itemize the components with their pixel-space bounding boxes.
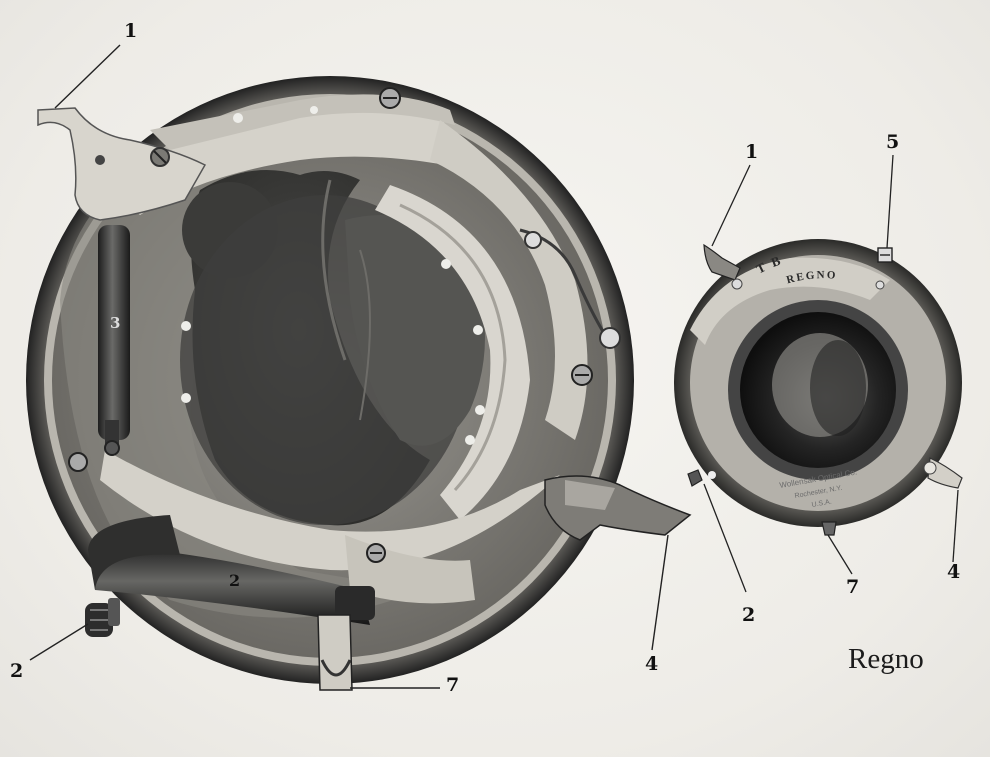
large-leader-lines xyxy=(29,44,669,689)
label-large-cylinder-2: 2 xyxy=(229,571,241,590)
figure-caption: Regno xyxy=(848,643,924,675)
small-shutter: T B REGNO Wollensak Optical Co. Rocheste… xyxy=(674,239,963,536)
label-small-knob-2: 2 xyxy=(742,604,756,626)
label-small-bracket-7: 7 xyxy=(846,576,860,598)
label-small-lever-4: 4 xyxy=(947,561,961,583)
label-small-screw-5: 5 xyxy=(886,131,900,153)
label-large-lever-4: 4 xyxy=(645,653,659,675)
label-small-lever-1: 1 xyxy=(745,141,759,163)
large-shutter-mechanism xyxy=(26,76,692,691)
label-large-cylinder-3: 3 xyxy=(110,314,121,332)
label-large-bracket-7: 7 xyxy=(446,674,460,696)
label-large-lever-1: 1 xyxy=(124,20,138,42)
engraving-maker-3: U.S.A. xyxy=(811,499,832,509)
label-large-knob-2: 2 xyxy=(10,660,24,682)
small-leader-lines xyxy=(703,154,959,593)
